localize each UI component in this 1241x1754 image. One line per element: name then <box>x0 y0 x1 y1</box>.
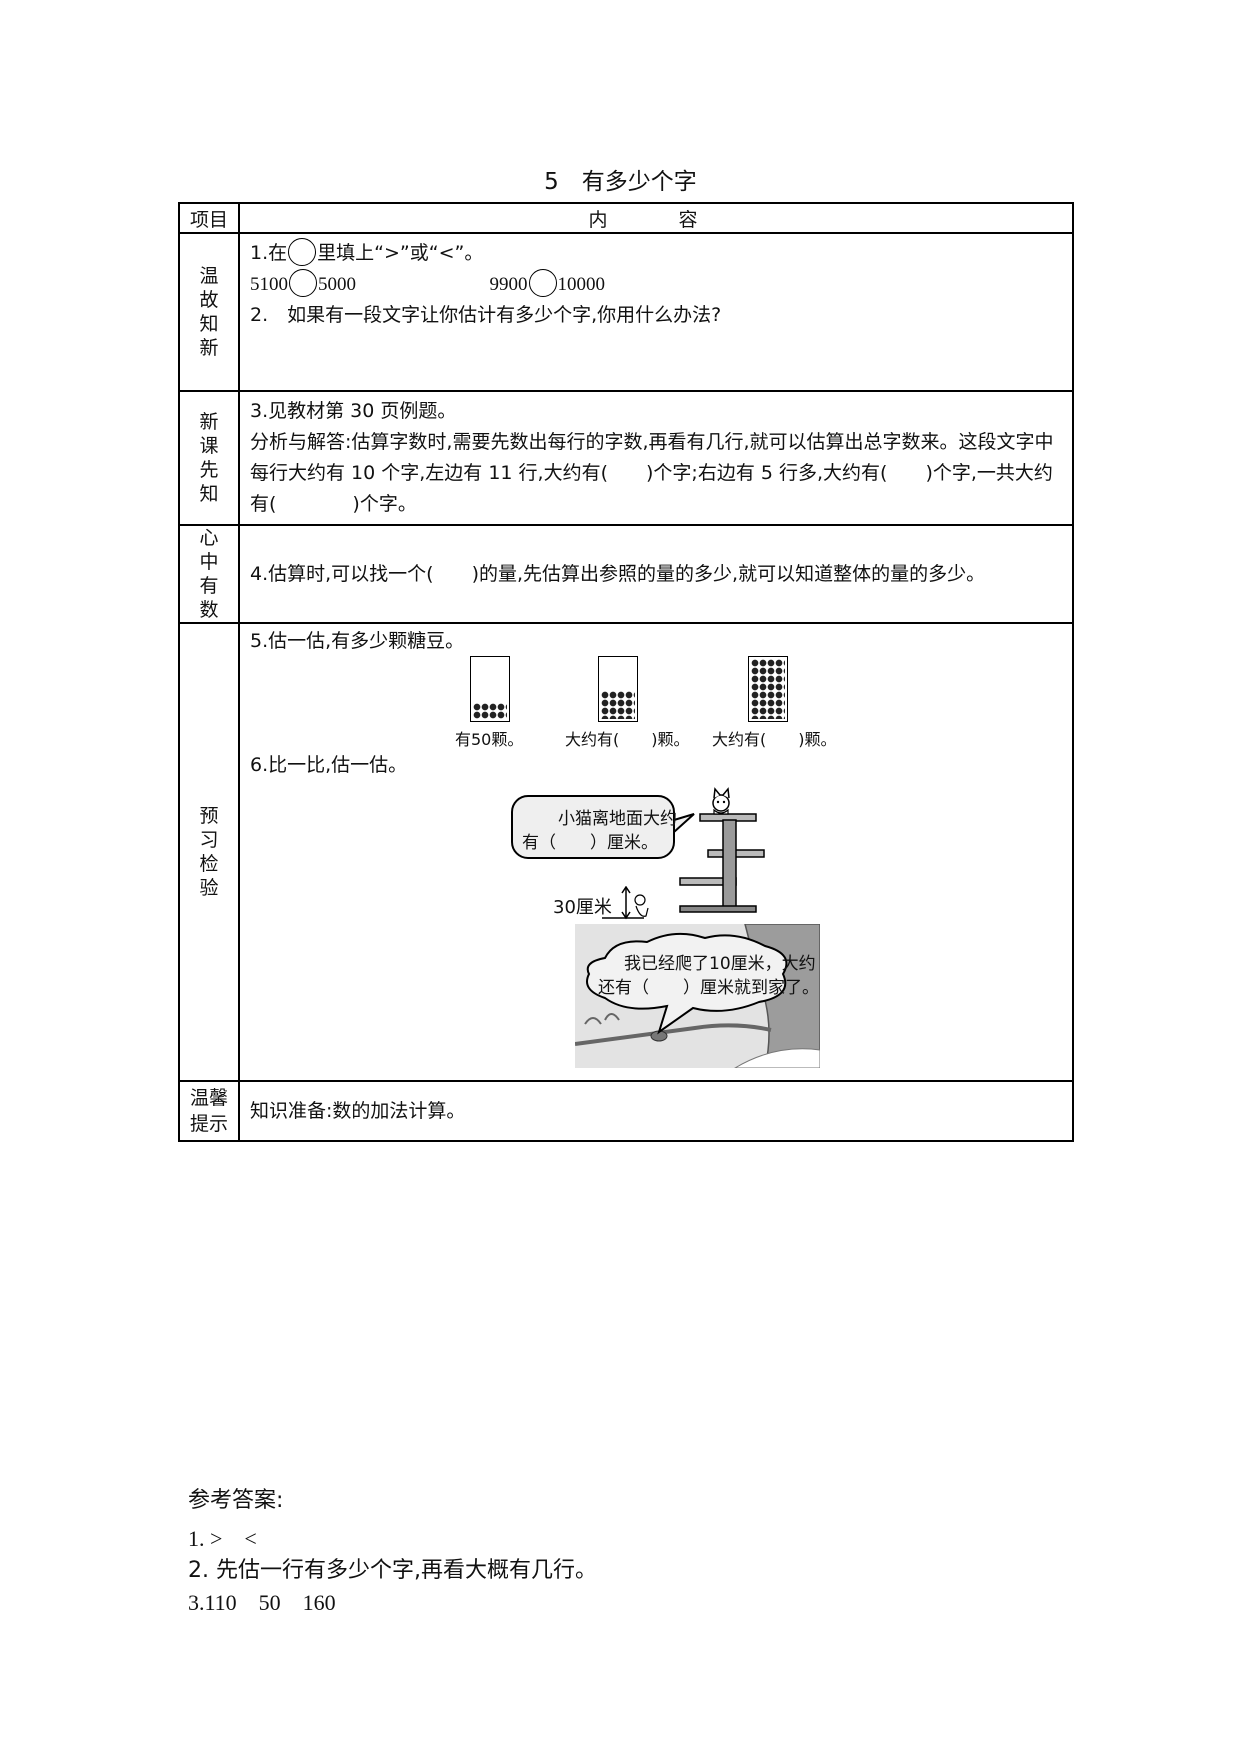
table-header-row: 项目 内 容 <box>178 202 1074 234</box>
tips-text: 知识准备:数的加法计算。 <box>250 1099 466 1122</box>
dog-height-label: 30厘米 <box>553 897 612 918</box>
section-mind: 心中有数 4.估算时,可以找一个( )的量,先估算出参照的量的多少,就可以知道整… <box>178 524 1074 624</box>
snail-bubble-line2: 还有（ ）厘米就到家了。 <box>598 978 819 998</box>
snail-bubble-line1: 我已经爬了10厘米，大约 <box>624 954 816 974</box>
answer-2: 2. 先估一行有多少个字,再看大概有几行。 <box>188 1558 597 1583</box>
section-tips: 温馨提示 知识准备:数的加法计算。 <box>178 1080 1074 1142</box>
question-2: 2. 如果有一段文字让你估计有多少个字,你用什么办法? <box>250 304 722 326</box>
compare-circle[interactable] <box>288 238 317 266</box>
snail-scene-illustration <box>575 924 820 1068</box>
compare-circle-b[interactable] <box>528 269 557 297</box>
section-label-tips: 温馨提示 <box>189 1087 228 1135</box>
candy-jar-3 <box>748 656 788 722</box>
header-item: 项目 <box>178 202 240 234</box>
jar-3-label: 大约有( )颗。 <box>712 730 837 749</box>
question-1: 1.在里填上“>”或“<”。 <box>250 238 1064 269</box>
header-content: 内 容 <box>238 202 1074 234</box>
candy-jar-1 <box>470 656 510 722</box>
answers-title: 参考答案: <box>188 1488 284 1513</box>
answer-1: 1. > < <box>188 1526 257 1551</box>
question-3: 3.见教材第 30 页例题。 <box>250 400 457 422</box>
jar-1-label: 有50颗。 <box>455 730 524 749</box>
cat-bubble-line1: 小猫离地面大约 <box>558 809 677 829</box>
section-check: 预习检验 5.估一估,有多少颗糖豆。 有50颗。 大约有( )颗。 大约有( )… <box>178 622 1074 1082</box>
question-3-analysis: 分析与解答:估算字数时,需要先数出每行的字数,再看有几行,就可以估算出总字数来。… <box>250 431 1054 515</box>
section-label-check: 预习检验 <box>199 805 219 899</box>
question-6: 6.比一比,估一估。 <box>250 754 408 776</box>
question-4: 4.估算时,可以找一个( )的量,先估算出参照的量的多少,就可以知道整体的量的多… <box>250 562 986 585</box>
section-label-mind: 心中有数 <box>199 527 219 621</box>
jar-2-label: 大约有( )颗。 <box>565 730 690 749</box>
answer-3: 3.110 50 160 <box>188 1590 336 1615</box>
section-label-review: 温故知新 <box>199 265 219 359</box>
dog-measure-illustration <box>602 886 649 920</box>
section-new: 新课先知 3.见教材第 30 页例题。 分析与解答:估算字数时,需要先数出每行的… <box>178 390 1074 526</box>
cat-bubble-line2: 有（ ）厘米。 <box>522 833 658 853</box>
answers-section: 参考答案: 1. > < 2. 先估一行有多少个字,再看大概有几行。 3.110… <box>188 1485 597 1619</box>
compare-circle-a[interactable] <box>289 269 317 297</box>
question-5: 5.估一估,有多少颗糖豆。 <box>250 630 465 652</box>
page-title: 5 有多少个字 <box>544 169 697 195</box>
cat-tower-illustration <box>511 787 765 913</box>
section-label-new: 新课先知 <box>199 411 219 505</box>
candy-jar-2 <box>598 656 638 722</box>
